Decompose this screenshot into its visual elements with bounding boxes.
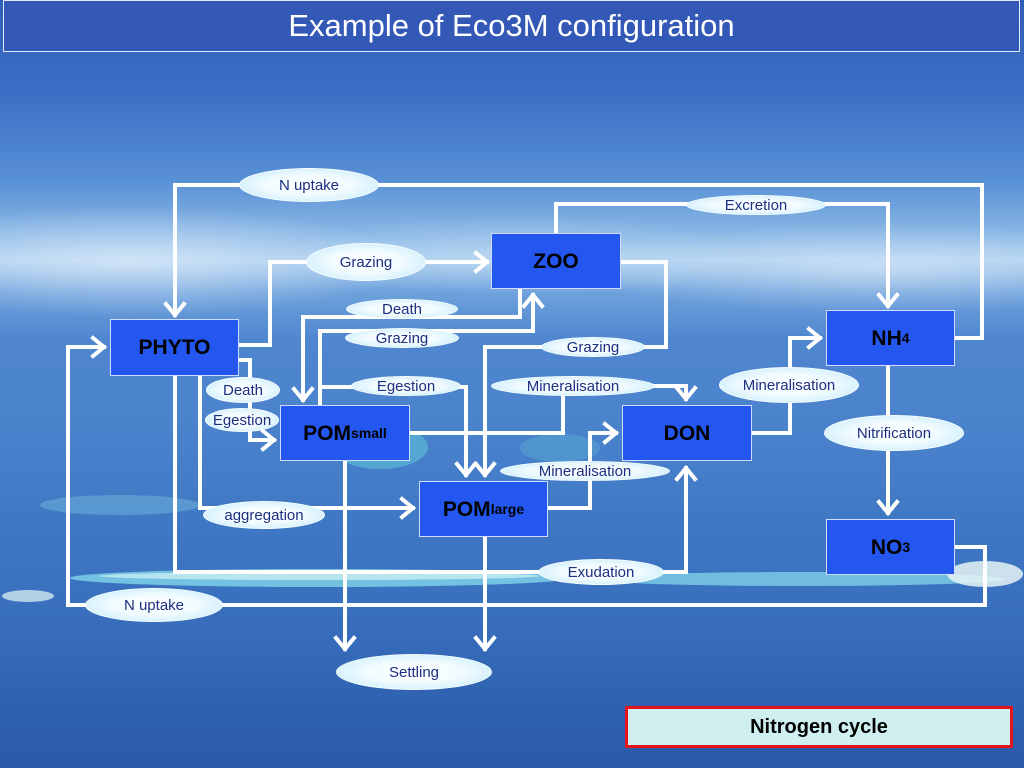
node-subscript: 3	[902, 539, 911, 555]
process-excretion: Excretion	[686, 195, 826, 215]
process-mineralisation-pom-large: Mineralisation	[500, 461, 670, 481]
arrowhead	[876, 292, 900, 310]
process-mineralisation-pom-small: Mineralisation	[491, 376, 655, 396]
arrow-aggregation	[198, 374, 417, 520]
process-mineralisation-don: Mineralisation	[719, 367, 859, 403]
reef-patch	[40, 495, 200, 515]
arrowhead	[399, 496, 417, 520]
node-label: POM	[303, 421, 352, 445]
node-phyto: PHYTO	[110, 319, 239, 376]
arrow-n-uptake-top	[163, 183, 984, 340]
slide-title: Example of Eco3M configuration	[288, 8, 735, 43]
node-label: ZOO	[533, 249, 579, 273]
node-label: PHYTO	[138, 336, 211, 359]
process-grazing-pom-small: Grazing	[345, 328, 459, 348]
atoll-rim	[595, 572, 1005, 586]
node-label: POM	[442, 497, 491, 521]
arrowhead	[454, 461, 478, 479]
node-subscript: large	[490, 501, 525, 517]
node-zoo: ZOO	[491, 233, 621, 289]
title-bar: Example of Eco3M configuration	[3, 0, 1020, 52]
arrowhead	[521, 291, 545, 309]
node-label: NH	[871, 326, 902, 350]
arrowhead	[333, 635, 357, 653]
island	[2, 590, 54, 602]
process-settling: Settling	[336, 654, 492, 690]
arrow-line	[173, 183, 984, 340]
process-grazing-right: Grazing	[541, 337, 645, 357]
legend-label: Nitrogen cycle	[750, 715, 888, 738]
arrow-line	[66, 345, 987, 607]
process-aggregation: aggregation	[203, 501, 325, 529]
node-subscript: small	[351, 425, 387, 441]
node-label: NO	[870, 535, 903, 559]
arrow-death-egestion-phyto	[237, 358, 278, 452]
arrowhead	[806, 326, 824, 350]
process-death-zoo: Death	[346, 299, 458, 319]
arrow-settling-pom-large	[473, 535, 497, 653]
process-grazing-phyto: Grazing	[306, 243, 426, 281]
arrowhead	[260, 428, 278, 452]
legend-box: Nitrogen cycle	[625, 706, 1013, 748]
process-death-phyto: Death	[206, 377, 280, 403]
process-nitrification: Nitrification	[824, 415, 964, 451]
process-n-uptake-top: N uptake	[239, 168, 379, 202]
arrow-n-uptake-bottom	[66, 335, 987, 607]
arrowhead	[163, 301, 187, 319]
arrow-line	[198, 374, 415, 510]
arrowhead	[674, 385, 698, 403]
arrowhead	[473, 635, 497, 653]
process-n-uptake-bottom: N uptake	[85, 588, 223, 622]
arrowhead	[473, 461, 497, 479]
node-don: DON	[622, 405, 752, 461]
arrowhead	[90, 335, 108, 359]
arrowhead	[602, 421, 620, 445]
arrow-line	[483, 260, 668, 477]
arrow-settling-pom-small	[333, 459, 357, 653]
process-exudation: Exudation	[538, 559, 664, 585]
node-subscript: 4	[901, 330, 910, 346]
arrow-line	[173, 374, 688, 574]
node-label: DON	[663, 421, 711, 445]
process-egestion-zoo: Egestion	[351, 376, 461, 396]
reef-patch	[520, 434, 600, 462]
arrowhead	[473, 250, 491, 274]
arrow-grazing-right	[473, 260, 668, 479]
arrowhead	[876, 499, 900, 517]
arrowhead	[674, 464, 698, 482]
arrow-exudation	[173, 374, 698, 574]
process-egestion-phyto: Egestion	[205, 408, 279, 432]
arrowhead	[291, 386, 315, 404]
